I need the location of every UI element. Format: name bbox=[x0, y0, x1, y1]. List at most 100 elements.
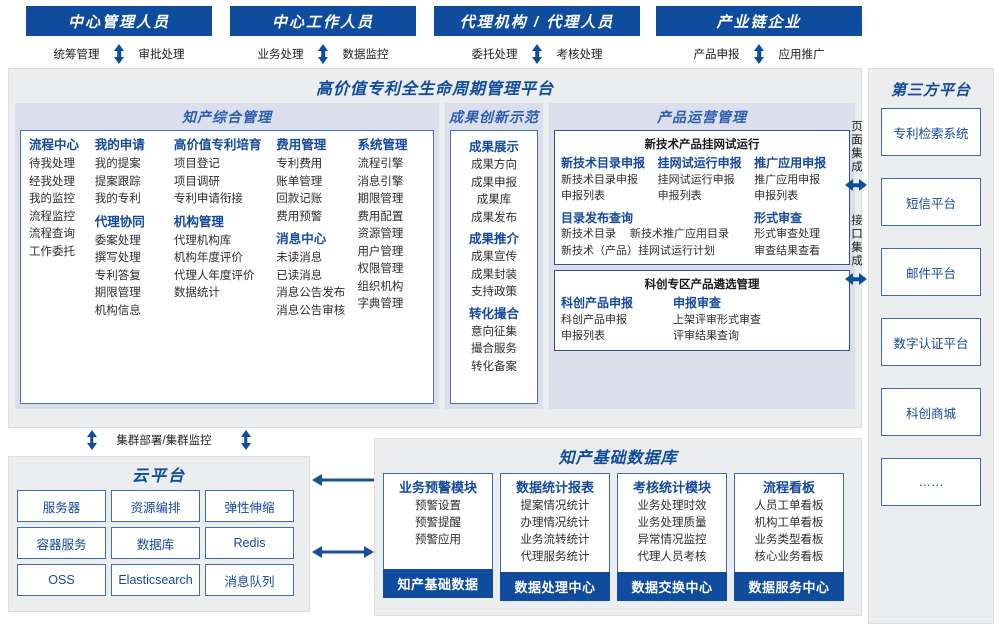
menu-item[interactable]: 流程查询 bbox=[29, 228, 75, 240]
menu-item[interactable]: 新技术目录 bbox=[561, 228, 616, 240]
menu-item[interactable]: 我的提案 bbox=[94, 158, 141, 170]
menu-item[interactable]: 科创产品申报 bbox=[561, 313, 627, 326]
third-party-item-more[interactable]: …… bbox=[881, 458, 981, 506]
kdb-item[interactable]: 异常情况监控 bbox=[637, 534, 707, 546]
kdb-item[interactable]: 业务流转统计 bbox=[520, 534, 590, 546]
menu-item[interactable]: 账单管理 bbox=[276, 175, 323, 188]
cloud-cell-elastic-scaling[interactable]: 弹性伸缩 bbox=[205, 490, 294, 522]
actor-industry-chain-enterprise[interactable]: 产业链企业 产品申报 应用推广 bbox=[656, 6, 862, 66]
menu-item[interactable]: 已读消息 bbox=[276, 269, 323, 282]
kdb-footer-basic-data[interactable]: 知产基础数据 bbox=[383, 569, 493, 598]
menu-item[interactable]: 评审结果查询 bbox=[673, 330, 739, 342]
kdb-item[interactable]: 人员工单看板 bbox=[754, 500, 824, 512]
menu-item[interactable]: 代理人年度评价 bbox=[173, 269, 255, 282]
menu-item[interactable]: 数据统计 bbox=[173, 287, 220, 299]
menu-item[interactable]: 新技术目录申报 bbox=[561, 173, 638, 186]
cloud-cell-container-service[interactable]: 容器服务 bbox=[17, 527, 106, 559]
kdb-item[interactable]: 代理人员考核 bbox=[637, 551, 707, 563]
menu-item[interactable]: 期限管理 bbox=[94, 287, 141, 299]
menu-item[interactable]: 形式审查处理 bbox=[754, 228, 821, 240]
menu-item[interactable]: 意向征集 bbox=[471, 325, 517, 338]
cloud-cell-message-queue[interactable]: 消息队列 bbox=[205, 564, 294, 596]
menu-item[interactable]: 组织机构 bbox=[357, 280, 404, 293]
menu-item[interactable]: 申报列表 bbox=[657, 190, 702, 202]
menu-item[interactable]: 机构年度评价 bbox=[173, 252, 243, 264]
third-party-item-patent-search[interactable]: 专利检索系统 bbox=[881, 108, 981, 156]
third-party-item-digital-certification[interactable]: 数字认证平台 bbox=[881, 318, 981, 366]
menu-item[interactable]: 期限管理 bbox=[357, 193, 404, 205]
menu-item[interactable]: 专利费用 bbox=[276, 158, 323, 170]
kdb-item[interactable]: 代理服务统计 bbox=[520, 551, 590, 563]
third-party-item-email[interactable]: 邮件平台 bbox=[881, 248, 981, 296]
menu-item[interactable]: 成果宣传 bbox=[471, 251, 517, 263]
cloud-cell-elasticsearch[interactable]: Elasticsearch bbox=[111, 564, 200, 596]
menu-item[interactable]: 支持政策 bbox=[471, 286, 517, 298]
kdb-item[interactable]: 业务处理质量 bbox=[637, 517, 707, 529]
cloud-cell-server[interactable]: 服务器 bbox=[17, 490, 106, 522]
kdb-item[interactable]: 提案情况统计 bbox=[520, 500, 590, 512]
kdb-footer-data-processing-center[interactable]: 数据处理中心 bbox=[500, 572, 610, 601]
kdb-item[interactable]: 预警应用 bbox=[415, 534, 461, 546]
menu-item[interactable]: 上架评审形式审查 bbox=[673, 313, 761, 326]
menu-item[interactable]: 挂网试运行申报 bbox=[657, 173, 735, 186]
menu-item[interactable]: 项目调研 bbox=[173, 175, 220, 188]
menu-item[interactable]: 代理机构库 bbox=[173, 234, 232, 247]
menu-item[interactable]: 撰写处理 bbox=[94, 252, 141, 264]
menu-item[interactable]: 新技术（产品）挂网试运行计划 bbox=[561, 244, 715, 257]
cloud-cell-oss[interactable]: OSS bbox=[17, 564, 106, 596]
kdb-item[interactable]: 核心业务看板 bbox=[754, 551, 824, 563]
menu-item[interactable]: 机构信息 bbox=[94, 304, 141, 317]
kdb-item[interactable]: 预警设置 bbox=[415, 500, 461, 512]
menu-item[interactable]: 新技术推广应用目录 bbox=[630, 228, 729, 240]
third-party-item-sci-tech-mall[interactable]: 科创商城 bbox=[881, 388, 981, 436]
menu-item[interactable]: 成果方向 bbox=[471, 159, 517, 171]
kdb-item[interactable]: 预警提醒 bbox=[415, 517, 461, 529]
menu-item[interactable]: 未读消息 bbox=[276, 252, 323, 264]
menu-item[interactable]: 转化备案 bbox=[471, 360, 517, 373]
menu-item[interactable]: 权限管理 bbox=[357, 263, 404, 275]
menu-item[interactable]: 用户管理 bbox=[357, 245, 404, 258]
menu-item[interactable]: 申报列表 bbox=[754, 190, 799, 202]
menu-item[interactable]: 委案处理 bbox=[94, 234, 141, 247]
menu-item[interactable]: 推广应用申报 bbox=[754, 173, 821, 186]
menu-item[interactable]: 字典管理 bbox=[357, 298, 404, 310]
menu-item[interactable]: 待我处理 bbox=[29, 158, 75, 170]
actor-center-staff[interactable]: 中心工作人员 业务处理 数据监控 bbox=[230, 6, 416, 66]
cloud-cell-resource-orchestration[interactable]: 资源编排 bbox=[111, 490, 200, 522]
third-party-item-sms[interactable]: 短信平台 bbox=[881, 178, 981, 226]
menu-item[interactable]: 成果封装 bbox=[471, 268, 517, 281]
menu-item[interactable]: 消息公告审核 bbox=[276, 304, 346, 317]
menu-item[interactable]: 流程监控 bbox=[29, 210, 75, 223]
menu-item[interactable]: 项目登记 bbox=[173, 158, 220, 170]
kdb-item[interactable]: 业务处理时效 bbox=[637, 500, 707, 512]
menu-item[interactable]: 回款记账 bbox=[276, 193, 323, 205]
menu-item[interactable]: 申报列表 bbox=[561, 190, 605, 202]
actor-center-manager[interactable]: 中心管理人员 统筹管理 审批处理 bbox=[26, 6, 212, 66]
menu-item[interactable]: 费用配置 bbox=[357, 210, 404, 223]
menu-item[interactable]: 专利答复 bbox=[94, 269, 141, 282]
menu-item[interactable]: 撮合服务 bbox=[471, 343, 517, 355]
menu-item[interactable]: 消息公告发布 bbox=[276, 287, 346, 299]
menu-item[interactable]: 提案跟踪 bbox=[94, 175, 141, 188]
kdb-item[interactable]: 办理情况统计 bbox=[520, 517, 590, 529]
kdb-item[interactable]: 业务类型看板 bbox=[754, 534, 824, 546]
menu-item[interactable]: 申报列表 bbox=[561, 330, 605, 342]
menu-item[interactable]: 成果库 bbox=[476, 194, 512, 206]
menu-item[interactable]: 审查结果查看 bbox=[754, 244, 821, 257]
cloud-cell-redis[interactable]: Redis bbox=[205, 527, 294, 559]
menu-item[interactable]: 我的监控 bbox=[29, 193, 75, 205]
actor-agency-agent[interactable]: 代理机构 / 代理人员 委托处理 考核处理 bbox=[434, 6, 640, 66]
menu-item[interactable]: 成果申报 bbox=[471, 176, 517, 189]
menu-item[interactable]: 我的专利 bbox=[94, 193, 141, 205]
menu-item[interactable]: 消息引擎 bbox=[357, 175, 404, 188]
menu-item[interactable]: 专利申请衔接 bbox=[173, 193, 243, 205]
kdb-item[interactable]: 机构工单看板 bbox=[754, 517, 824, 529]
cloud-cell-database[interactable]: 数据库 bbox=[111, 527, 200, 559]
menu-item[interactable]: 经我处理 bbox=[29, 175, 75, 188]
menu-item[interactable]: 流程引擎 bbox=[357, 158, 404, 170]
kdb-footer-data-exchange-center[interactable]: 数据交换中心 bbox=[617, 572, 727, 601]
menu-item[interactable]: 资源管理 bbox=[357, 228, 404, 240]
kdb-footer-data-service-center[interactable]: 数据服务中心 bbox=[734, 572, 844, 601]
menu-item[interactable]: 费用预警 bbox=[276, 210, 323, 223]
menu-item[interactable]: 工作委托 bbox=[29, 245, 75, 258]
